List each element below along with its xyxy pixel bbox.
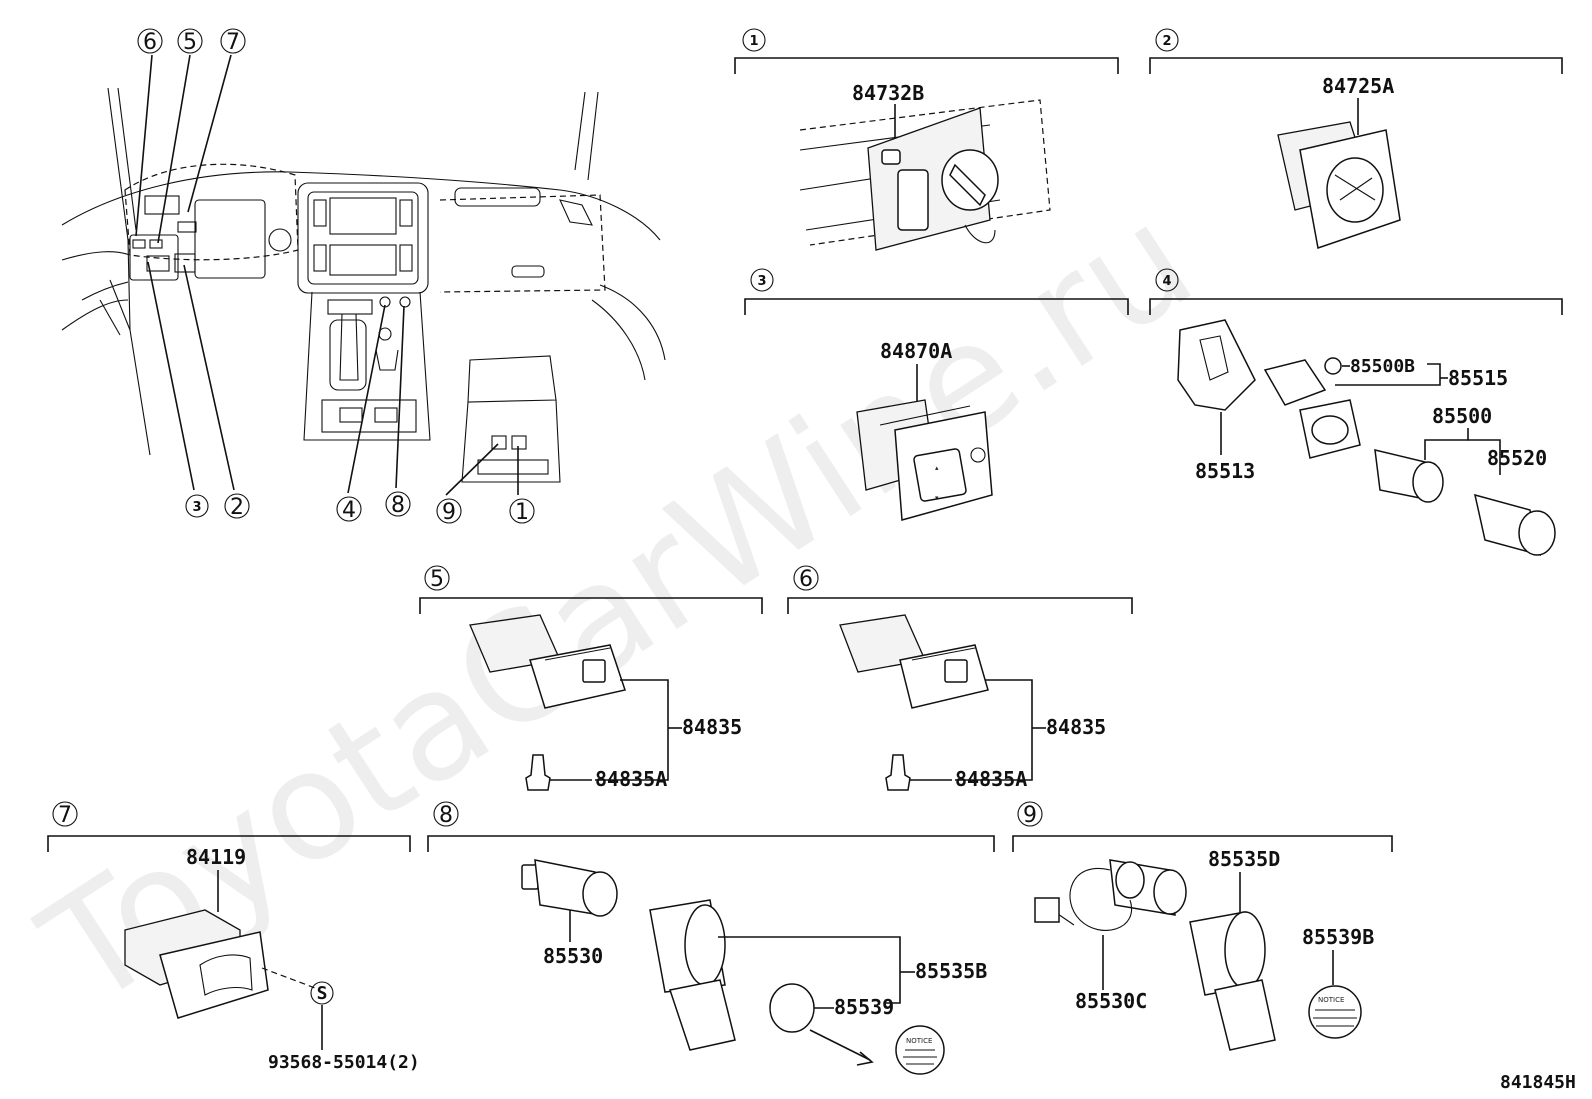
section-9: 9 85530C 85535D 85539B NOTICE xyxy=(1012,801,1393,1051)
section-2: 2 84725A xyxy=(1149,28,1563,249)
svg-text:▴: ▴ xyxy=(935,464,939,472)
label-85500B: 85500B xyxy=(1350,356,1415,377)
svg-text:3: 3 xyxy=(192,500,201,515)
label-84835-s6: 84835 xyxy=(1046,715,1106,739)
callout-9: 9 xyxy=(436,498,462,525)
svg-text:5: 5 xyxy=(430,567,444,592)
svg-text:1: 1 xyxy=(749,34,758,49)
label-84119: 84119 xyxy=(186,845,246,869)
overview-callouts: 6 5 7 3 2 4 8 9 1 xyxy=(137,28,535,525)
label-85530: 85530 xyxy=(543,944,603,968)
diagram-code: 841845H xyxy=(1500,1072,1576,1093)
label-84732B: 84732B xyxy=(852,81,924,105)
svg-text:NOTICE: NOTICE xyxy=(906,1037,932,1045)
label-84835A-s6: 84835A xyxy=(955,767,1027,791)
label-85535B: 85535B xyxy=(915,959,987,983)
section-1: 1 84732B xyxy=(734,28,1119,251)
label-84835A-s5: 84835A xyxy=(595,767,667,791)
section-3: 3 84870A ▴ ▾ xyxy=(744,268,1129,521)
svg-text:9: 9 xyxy=(442,500,456,525)
label-85515: 85515 xyxy=(1448,366,1508,390)
section-4: 4 85513 85500B 85515 85500 85520 xyxy=(1149,268,1563,557)
dashboard-overview xyxy=(61,54,666,496)
svg-text:2: 2 xyxy=(1162,34,1171,49)
svg-text:3: 3 xyxy=(757,274,766,289)
section-5: 5 84835 84835A xyxy=(419,565,763,791)
svg-text:6: 6 xyxy=(799,567,813,592)
callout-4: 4 xyxy=(336,496,362,523)
label-84835-s5: 84835 xyxy=(682,715,742,739)
svg-text:1: 1 xyxy=(515,500,529,525)
callout-3: 3 xyxy=(185,494,209,518)
label-85513: 85513 xyxy=(1195,459,1255,483)
svg-text:2: 2 xyxy=(230,495,244,520)
section-8: 8 85530 85535B 85539 NOTICE xyxy=(427,801,995,1075)
label-85539: 85539 xyxy=(834,995,894,1019)
section-7: 7 84119 S 93568-55014(2) xyxy=(47,801,420,1073)
label-93568-55014: 93568-55014(2) xyxy=(268,1052,420,1073)
svg-text:5: 5 xyxy=(183,30,197,55)
svg-text:8: 8 xyxy=(439,803,453,828)
svg-text:▾: ▾ xyxy=(935,494,939,502)
svg-text:8: 8 xyxy=(391,493,405,518)
callout-6: 6 xyxy=(137,28,163,55)
label-85530C: 85530C xyxy=(1075,989,1147,1013)
callout-1: 1 xyxy=(509,498,535,525)
section-6: 6 84835 84835A xyxy=(787,565,1133,791)
svg-text:4: 4 xyxy=(342,498,356,523)
svg-text:7: 7 xyxy=(58,803,72,828)
svg-text:NOTICE: NOTICE xyxy=(1318,996,1344,1004)
callout-2: 2 xyxy=(224,493,250,520)
svg-text:9: 9 xyxy=(1023,803,1037,828)
callout-8: 8 xyxy=(385,491,411,518)
svg-text:7: 7 xyxy=(226,30,240,55)
label-85535D: 85535D xyxy=(1208,847,1280,871)
label-84870A: 84870A xyxy=(880,339,952,363)
label-85539B: 85539B xyxy=(1302,925,1374,949)
label-85520: 85520 xyxy=(1487,446,1547,470)
svg-text:6: 6 xyxy=(143,30,157,55)
label-84725A: 84725A xyxy=(1322,74,1394,98)
svg-text:4: 4 xyxy=(1162,274,1171,289)
label-85500: 85500 xyxy=(1432,404,1492,428)
screw-symbol: S xyxy=(317,983,328,1004)
callout-7: 7 xyxy=(220,28,246,55)
callout-5: 5 xyxy=(177,28,203,55)
